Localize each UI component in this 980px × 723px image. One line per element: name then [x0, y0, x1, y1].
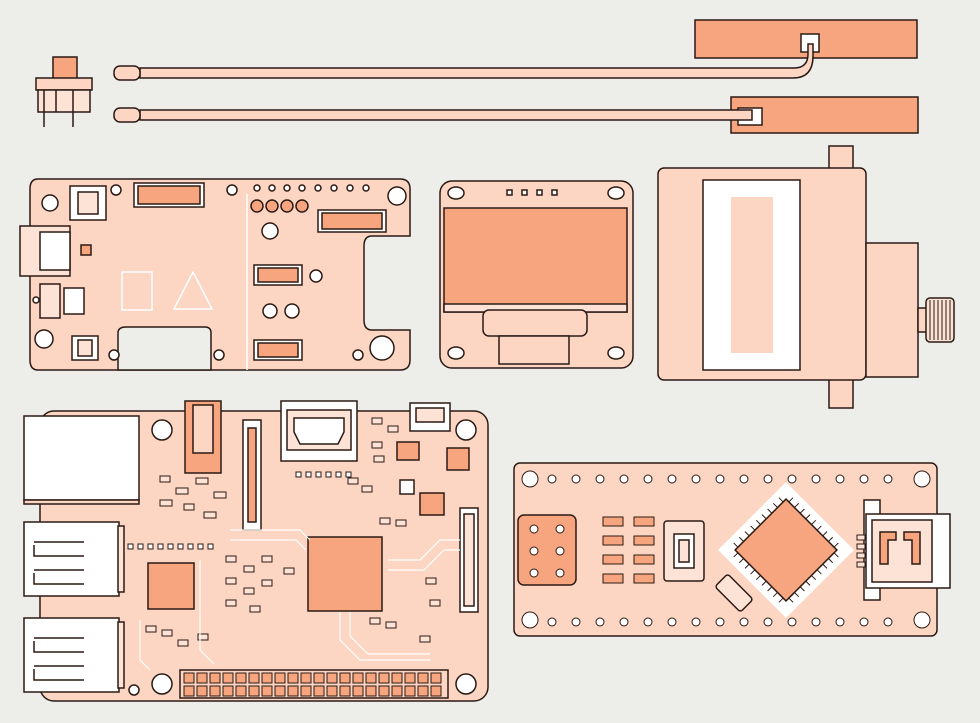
wire-antenna-lower — [113, 96, 919, 134]
wire-antenna-upper — [113, 19, 918, 81]
microcontroller-board — [513, 462, 951, 637]
single-board-computer — [23, 400, 489, 702]
tactile-button — [35, 56, 93, 127]
carrier-board — [19, 178, 411, 371]
servo-motor — [657, 145, 955, 409]
oled-display — [439, 180, 634, 369]
